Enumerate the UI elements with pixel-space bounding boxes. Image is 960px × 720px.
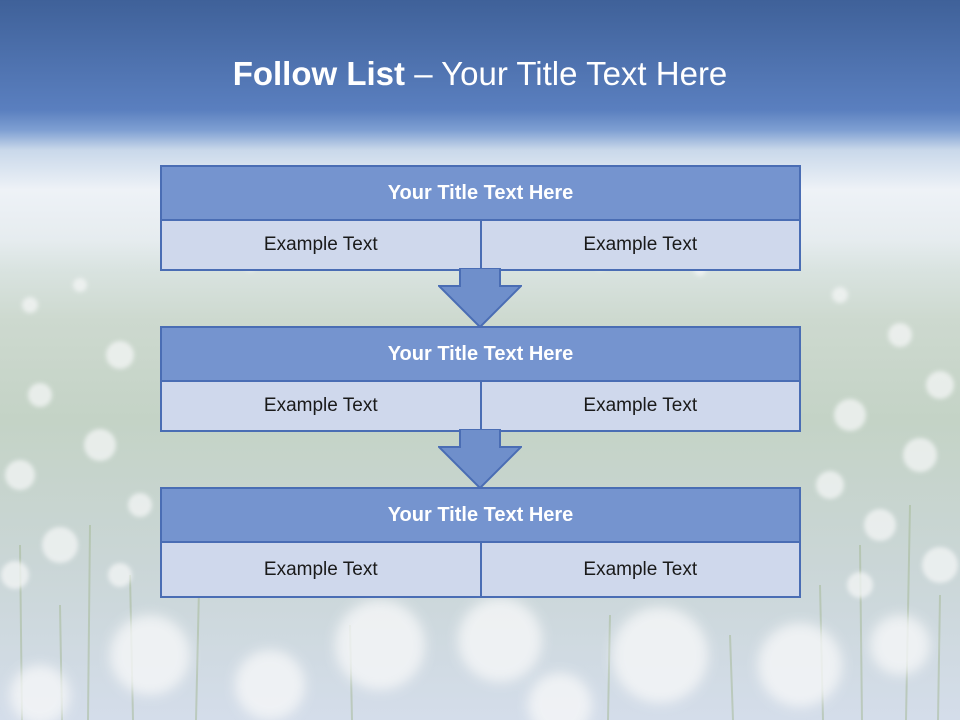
step-2-title: Your Title Text Here [160,326,801,382]
step-3-left-text: Example Text [160,543,482,598]
step-1-box: Your Title Text Here Example Text Exampl… [160,165,801,271]
slide-title-rest: – Your Title Text Here [405,55,728,92]
step-1-row: Example Text Example Text [160,221,801,271]
step-3-row: Example Text Example Text [160,543,801,598]
step-3-box: Your Title Text Here Example Text Exampl… [160,487,801,598]
step-2-right-text: Example Text [481,382,801,432]
step-1-left-text: Example Text [160,221,482,271]
step-1-right-text: Example Text [481,221,801,271]
dandelion-field-background [1,255,958,720]
step-3-title: Your Title Text Here [160,487,801,543]
step-1-title: Your Title Text Here [160,165,801,221]
step-3-right-text: Example Text [481,543,801,598]
down-arrow-icon [438,268,522,328]
slide-title-bold: Follow List [232,55,406,92]
step-2-box: Your Title Text Here Example Text Exampl… [160,326,801,432]
step-2-row: Example Text Example Text [160,382,801,432]
step-2-left-text: Example Text [160,382,482,432]
down-arrow-icon [438,429,522,489]
slide-title: Follow List – Your Title Text Here [0,52,960,96]
